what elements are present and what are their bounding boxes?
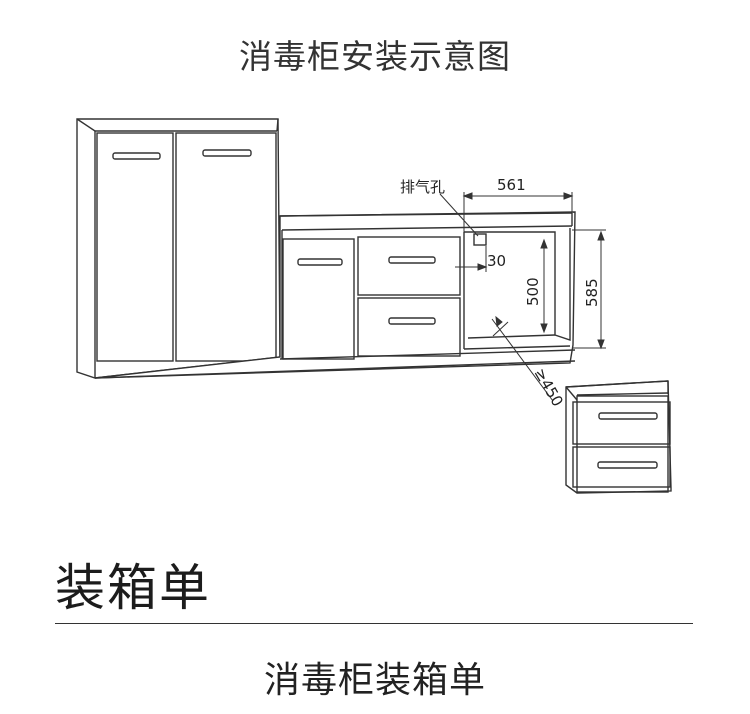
door-handle-small xyxy=(297,258,343,266)
base-cabinet xyxy=(94,211,576,379)
packing-list-heading: 装箱单 xyxy=(55,559,211,617)
vent-leader xyxy=(439,193,479,237)
packing-list-item: 消毒柜装箱单 xyxy=(263,660,486,701)
tall-cabinet xyxy=(76,118,281,379)
dim-outer-height-label: 585 xyxy=(583,278,601,307)
dim-width-label: 561 xyxy=(497,176,526,194)
dim-depth xyxy=(491,315,554,402)
drawer-handle-top xyxy=(388,256,436,264)
diagram-title: 消毒柜安装示意图 xyxy=(239,37,511,76)
installation-diagram: 561 排气孔 30 500 585 ≥450 xyxy=(76,118,672,494)
vent-hole xyxy=(473,233,487,246)
dim-inner-height-label: 500 xyxy=(524,277,542,306)
sterilizer-handle-top xyxy=(598,412,658,420)
vent-hole-label: 排气孔 xyxy=(400,178,445,196)
dim-offset xyxy=(455,246,488,272)
dim-width xyxy=(462,192,574,232)
dim-outer-height xyxy=(572,229,606,350)
door-handle-left xyxy=(112,152,161,160)
dim-depth-label: ≥450 xyxy=(531,365,567,410)
door-handle-right xyxy=(202,149,252,157)
drawer-handle-bottom xyxy=(388,317,436,325)
dim-offset-label: 30 xyxy=(487,252,506,270)
dim-inner-height xyxy=(540,238,548,334)
sterilizer-handle-bottom xyxy=(597,461,658,469)
section-divider xyxy=(55,623,693,624)
sterilizer-unit xyxy=(565,380,672,494)
